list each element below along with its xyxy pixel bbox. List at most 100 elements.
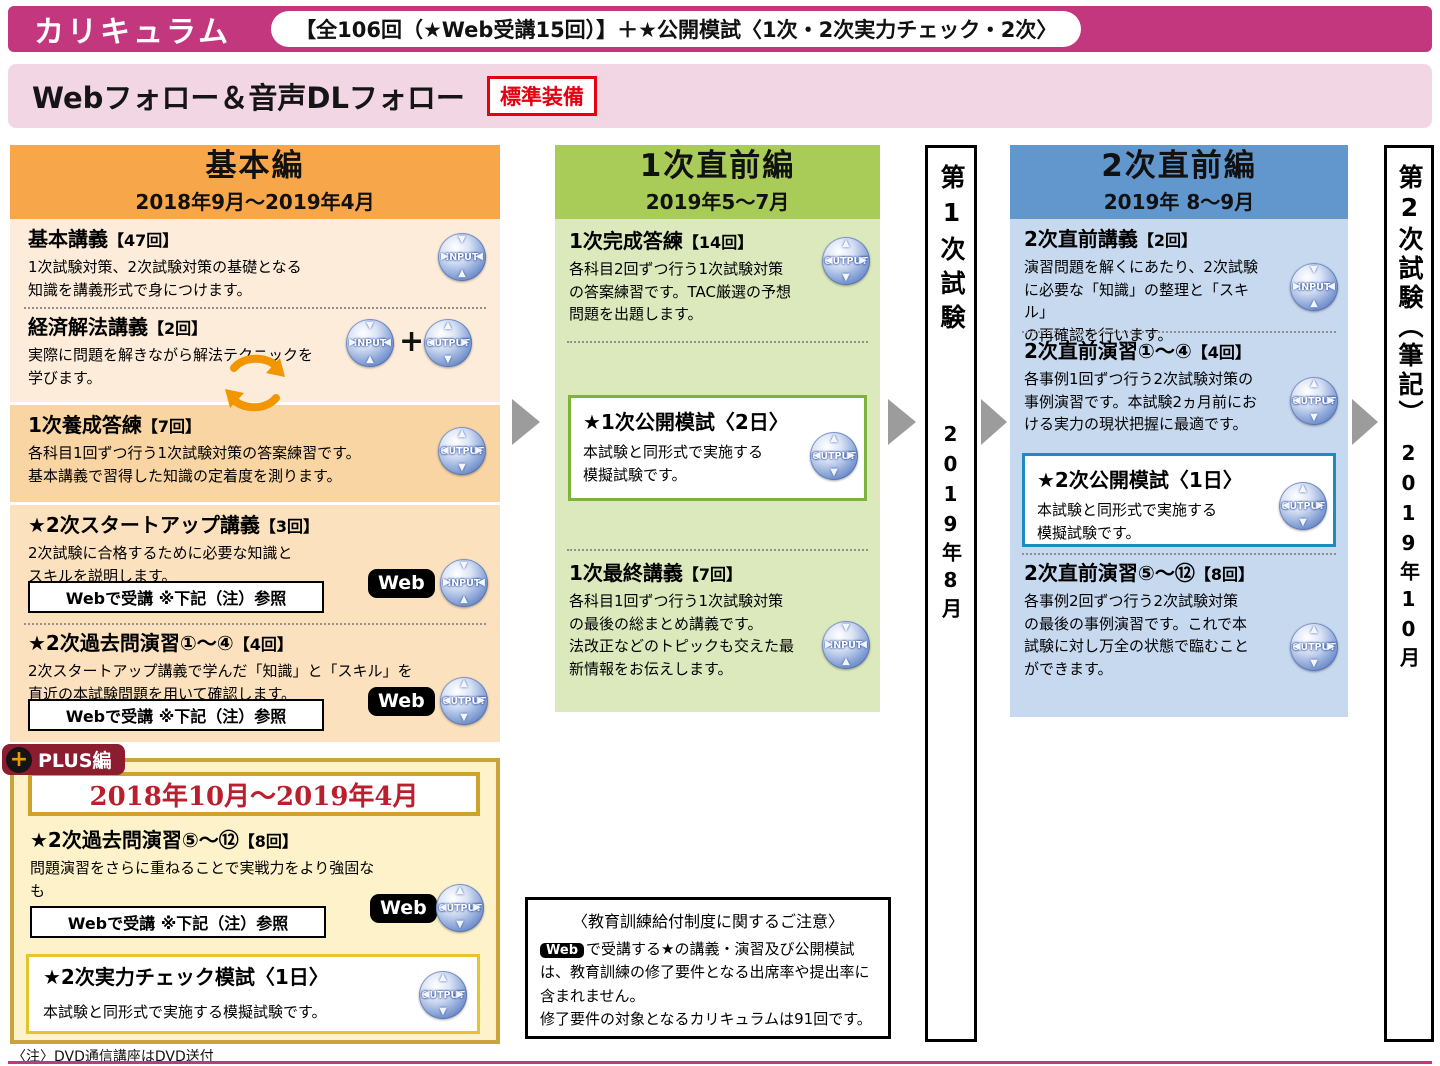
item-title: 1次完成答練【14回】 [569, 229, 810, 254]
divider [24, 307, 486, 309]
basic-section-header: 基本編 2018年9月〜2019年4月 [10, 145, 500, 219]
item-title: 2次直前講義【2回】 [1024, 227, 1270, 252]
item-title-text: 1次養成答練 [28, 413, 142, 437]
icon-arrows [419, 971, 467, 1019]
icon-arrows [346, 319, 394, 367]
icon-arrows [1290, 377, 1338, 425]
plus-section-tab: + PLUS編 [2, 744, 126, 775]
plus-sign: + [399, 324, 425, 359]
icon-arrows [438, 233, 486, 281]
item-title: 2次直前演習⑤〜⑫【8回】 [1024, 561, 1270, 586]
item-count: 【4回】 [233, 635, 293, 654]
second-prep-period: 2019年 8〜9月 [1103, 189, 1255, 214]
item-2ji-enshu-1-4: 2次直前演習①〜④【4回】 各事例1回ずつ行う2次試験対策の 事例演習です。本試… [1024, 339, 1270, 436]
item-title: 1次最終講義【7回】 [569, 561, 810, 586]
page-title: カリキュラム [34, 15, 232, 50]
item-1ji-yousei: 1次養成答練【7回】 各科目1回ずつ行う1次試験対策の答案練習です。 基本講義で… [28, 413, 420, 487]
item-2ji-kakomon-1-4: ★2次過去問演習①〜④【4回】 2次スタートアップ講義で学んだ「知識」と「スキル… [28, 631, 480, 705]
item-desc: 各科目2回ずつ行う1次試験対策 の答案練習です。TAC厳選の予想 問題を出題しま… [569, 260, 791, 323]
icon-arrows [810, 432, 858, 480]
item-desc: 各事例2回ずつ行う2次試験対策 の最後の事例演習です。これで本 試験に対し万全の… [1024, 592, 1250, 678]
item-keizai-kaihou: 経済解法講義【2回】 実際に問題を解きながら解法テクニックを 学びます。 [28, 315, 330, 389]
second-prep-header: 2次直前編 2019年 8〜9月 [1010, 145, 1348, 219]
item-title: 基本講義【47回】 [28, 227, 405, 252]
item-1ji-kansei: 1次完成答練【14回】 各科目2回ずつ行う1次試験対策 の答案練習です。TAC厳… [569, 229, 810, 326]
web-course-note: Webで受講 ※下記（注）参照 [28, 699, 324, 731]
item-title: ★2次スタートアップ講義【3回】 [28, 513, 370, 538]
item-count: 【2回】 [1137, 231, 1198, 250]
notice-body2-text: 修了要件の対象となるカリキュラムは91回です。 [540, 1009, 872, 1028]
icon-arrows [822, 621, 870, 669]
divider [1022, 331, 1336, 333]
divider [567, 549, 868, 551]
first-exam-column: 第1次試験 2019年8月 [925, 145, 977, 1042]
icon-arrows [1290, 623, 1338, 671]
output-icon: OUTPUT [1290, 377, 1338, 425]
icon-arrows [822, 237, 870, 285]
icon-arrows [440, 559, 488, 607]
item-title-text: ★2次過去問演習⑤〜⑫ [30, 828, 239, 852]
mock-desc: 本試験と同形式で実施する 模擬試験です。 [1037, 501, 1218, 542]
output-icon: OUTPUT [1279, 482, 1327, 530]
header-bar: カリキュラム 【全106回（★Web受講15回）】＋★公開模試〈1次・2次実力チ… [8, 6, 1432, 52]
item-title: 1次養成答練【7回】 [28, 413, 420, 438]
item-basic-lecture: 基本講義【47回】 1次試験対策、2次試験対策の基礎となる 知識を講義形式で身に… [28, 227, 405, 301]
item-desc: 各科目1回ずつ行う1次試験対策 の最後の総まとめ講義です。 法改正などのトピック… [569, 592, 795, 678]
item-title: 経済解法講義【2回】 [28, 315, 330, 340]
item-count: 【8回】 [238, 832, 298, 851]
item-count: 【47回】 [108, 231, 179, 250]
cycle-arrows-icon [225, 354, 285, 412]
output-icon: OUTPUT [1290, 623, 1338, 671]
item-count: 【7回】 [141, 417, 202, 436]
item-title: ★2次過去問演習⑤〜⑫【8回】 [30, 828, 376, 853]
flow-arrow-icon [1352, 399, 1378, 445]
item-1ji-moshi: ★1次公開模試〈2日〉 本試験と同形式で実施する 模擬試験です。 OUTPUT [568, 395, 867, 501]
item-2ji-startup: ★2次スタートアップ講義【3回】 2次試験に合格するために必要な知識と スキルを… [28, 513, 370, 587]
item-title-text: 1次完成答練 [569, 229, 683, 253]
output-icon: OUTPUT [810, 432, 858, 480]
input-icon: INPUT [1290, 263, 1338, 311]
output-icon: OUTPUT [424, 319, 472, 367]
item-desc: 各科目1回ずつ行う1次試験対策の答案練習です。 基本講義で習得した知識の定着度を… [28, 444, 361, 485]
item-count: 【4回】 [1191, 343, 1251, 362]
second-exam-title: 第2次試験（筆記） [1395, 164, 1424, 429]
output-icon: OUTPUT [440, 677, 488, 725]
web-follow-bar: Webフォロー＆音声DLフォロー 標準装備 [8, 64, 1432, 128]
item-title-text: ★2次過去問演習①〜④ [28, 631, 234, 655]
item-2ji-enshu-5-12: 2次直前演習⑤〜⑫【8回】 各事例2回ずつ行う2次試験対策 の最後の事例演習です… [1024, 561, 1270, 680]
first-exam-title: 第1次試験 [937, 164, 966, 338]
divider [24, 623, 486, 625]
web-badge: Web [540, 943, 584, 958]
icon-arrows [436, 884, 484, 932]
divider [1022, 553, 1336, 555]
item-title-text: ★2次スタートアップ講義 [28, 513, 260, 537]
item-desc: 1次試験対策、2次試験対策の基礎となる 知識を講義形式で身につけます。 [28, 258, 302, 299]
mock-desc: 本試験と同形式で実施する 模擬試験です。 [583, 443, 764, 484]
basic-title: 基本編 [205, 148, 305, 185]
plus-period: 2018年10月〜2019年4月 [28, 772, 480, 816]
first-prep-title: 1次直前編 [639, 148, 796, 185]
first-prep-period: 2019年5〜7月 [645, 189, 790, 214]
mock-title: ★1次公開模試〈2日〉 [583, 410, 789, 434]
item-count: 【7回】 [682, 565, 743, 584]
output-icon: OUTPUT [436, 884, 484, 932]
plus-circle-icon: + [6, 746, 32, 773]
flow-arrow-icon [512, 399, 540, 445]
mock-desc: 本試験と同形式で実施する模擬試験です。 [43, 1003, 327, 1021]
item-title-text: 経済解法講義 [28, 315, 148, 339]
item-2ji-moshi: ★2次公開模試〈1日〉 本試験と同形式で実施する 模擬試験です。 OUTPUT [1022, 453, 1336, 547]
item-jitsuryoku-mock: ★2次実力チェック模試〈1日〉 本試験と同形式で実施する模擬試験です。 OUTP… [26, 954, 480, 1034]
plus-section: 2018年10月〜2019年4月 ★2次過去問演習⑤〜⑫【8回】 問題演習をさら… [10, 758, 500, 1044]
second-exam-date: 2019年10月 [1396, 441, 1421, 673]
item-title-text: 基本講義 [28, 227, 108, 251]
item-title-text: 1次最終講義 [569, 561, 683, 585]
first-prep-body: 1次完成答練【14回】 各科目2回ずつ行う1次試験対策 の答案練習です。TAC厳… [555, 219, 880, 712]
item-title: 2次直前演習①〜④【4回】 [1024, 339, 1270, 364]
web-badge: Web [368, 569, 435, 598]
standard-badge: 標準装備 [486, 76, 597, 116]
first-prep-header: 1次直前編 2019年5〜7月 [555, 145, 880, 219]
item-count: 【8回】 [1194, 565, 1254, 584]
